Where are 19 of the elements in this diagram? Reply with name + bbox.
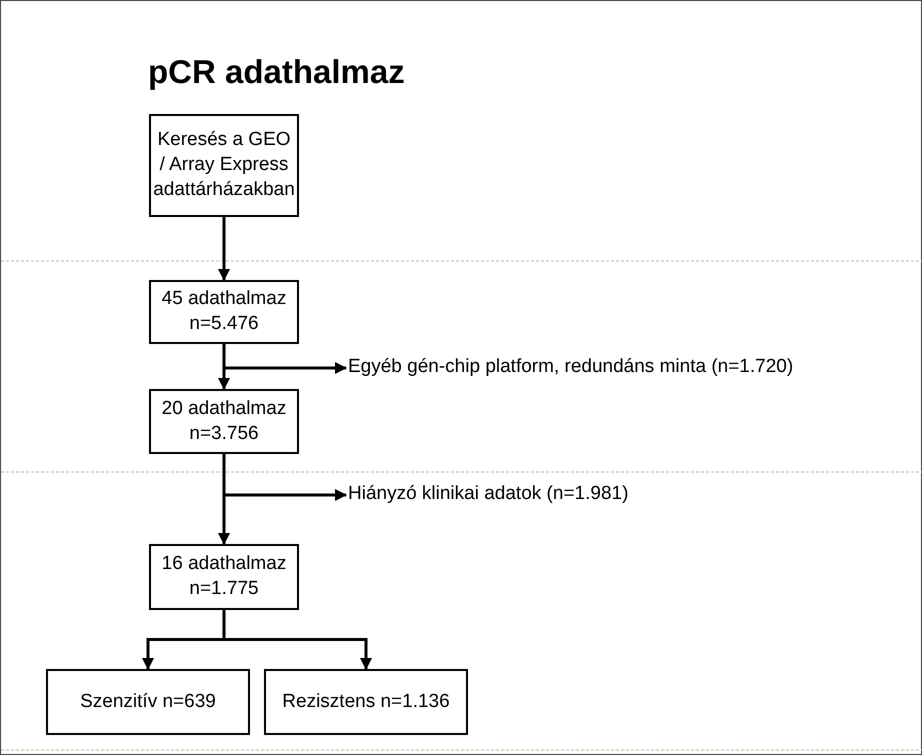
arrow xyxy=(222,610,372,670)
box-text: Keresés a GEO / Array Express adattárházakban xyxy=(153,128,295,202)
process-box xyxy=(46,669,250,735)
process-box xyxy=(149,544,299,610)
exclusion-note: Egyéb gén-chip platform, redundáns minta (n=1.720) xyxy=(348,356,922,380)
box-text: 45 adathalmaz n=5.476 xyxy=(160,287,288,336)
box-text: Szenzitív n=639 xyxy=(80,690,216,714)
title: pCR adathalmaz xyxy=(148,53,405,91)
process-box xyxy=(149,389,299,454)
exclusion-note: Hiányzó klinikai adatok (n=1.981) xyxy=(348,483,718,507)
process-box xyxy=(149,280,299,344)
box-text: 16 adathalmaz n=1.775 xyxy=(160,552,288,601)
arrow xyxy=(222,344,347,374)
process-box xyxy=(264,669,468,735)
arrow xyxy=(218,217,230,281)
box-text: Rezisztens n=1.136 xyxy=(282,690,450,714)
arrow xyxy=(222,454,347,501)
box-text: 20 adathalmaz n=3.756 xyxy=(160,396,288,446)
process-box xyxy=(149,114,299,217)
